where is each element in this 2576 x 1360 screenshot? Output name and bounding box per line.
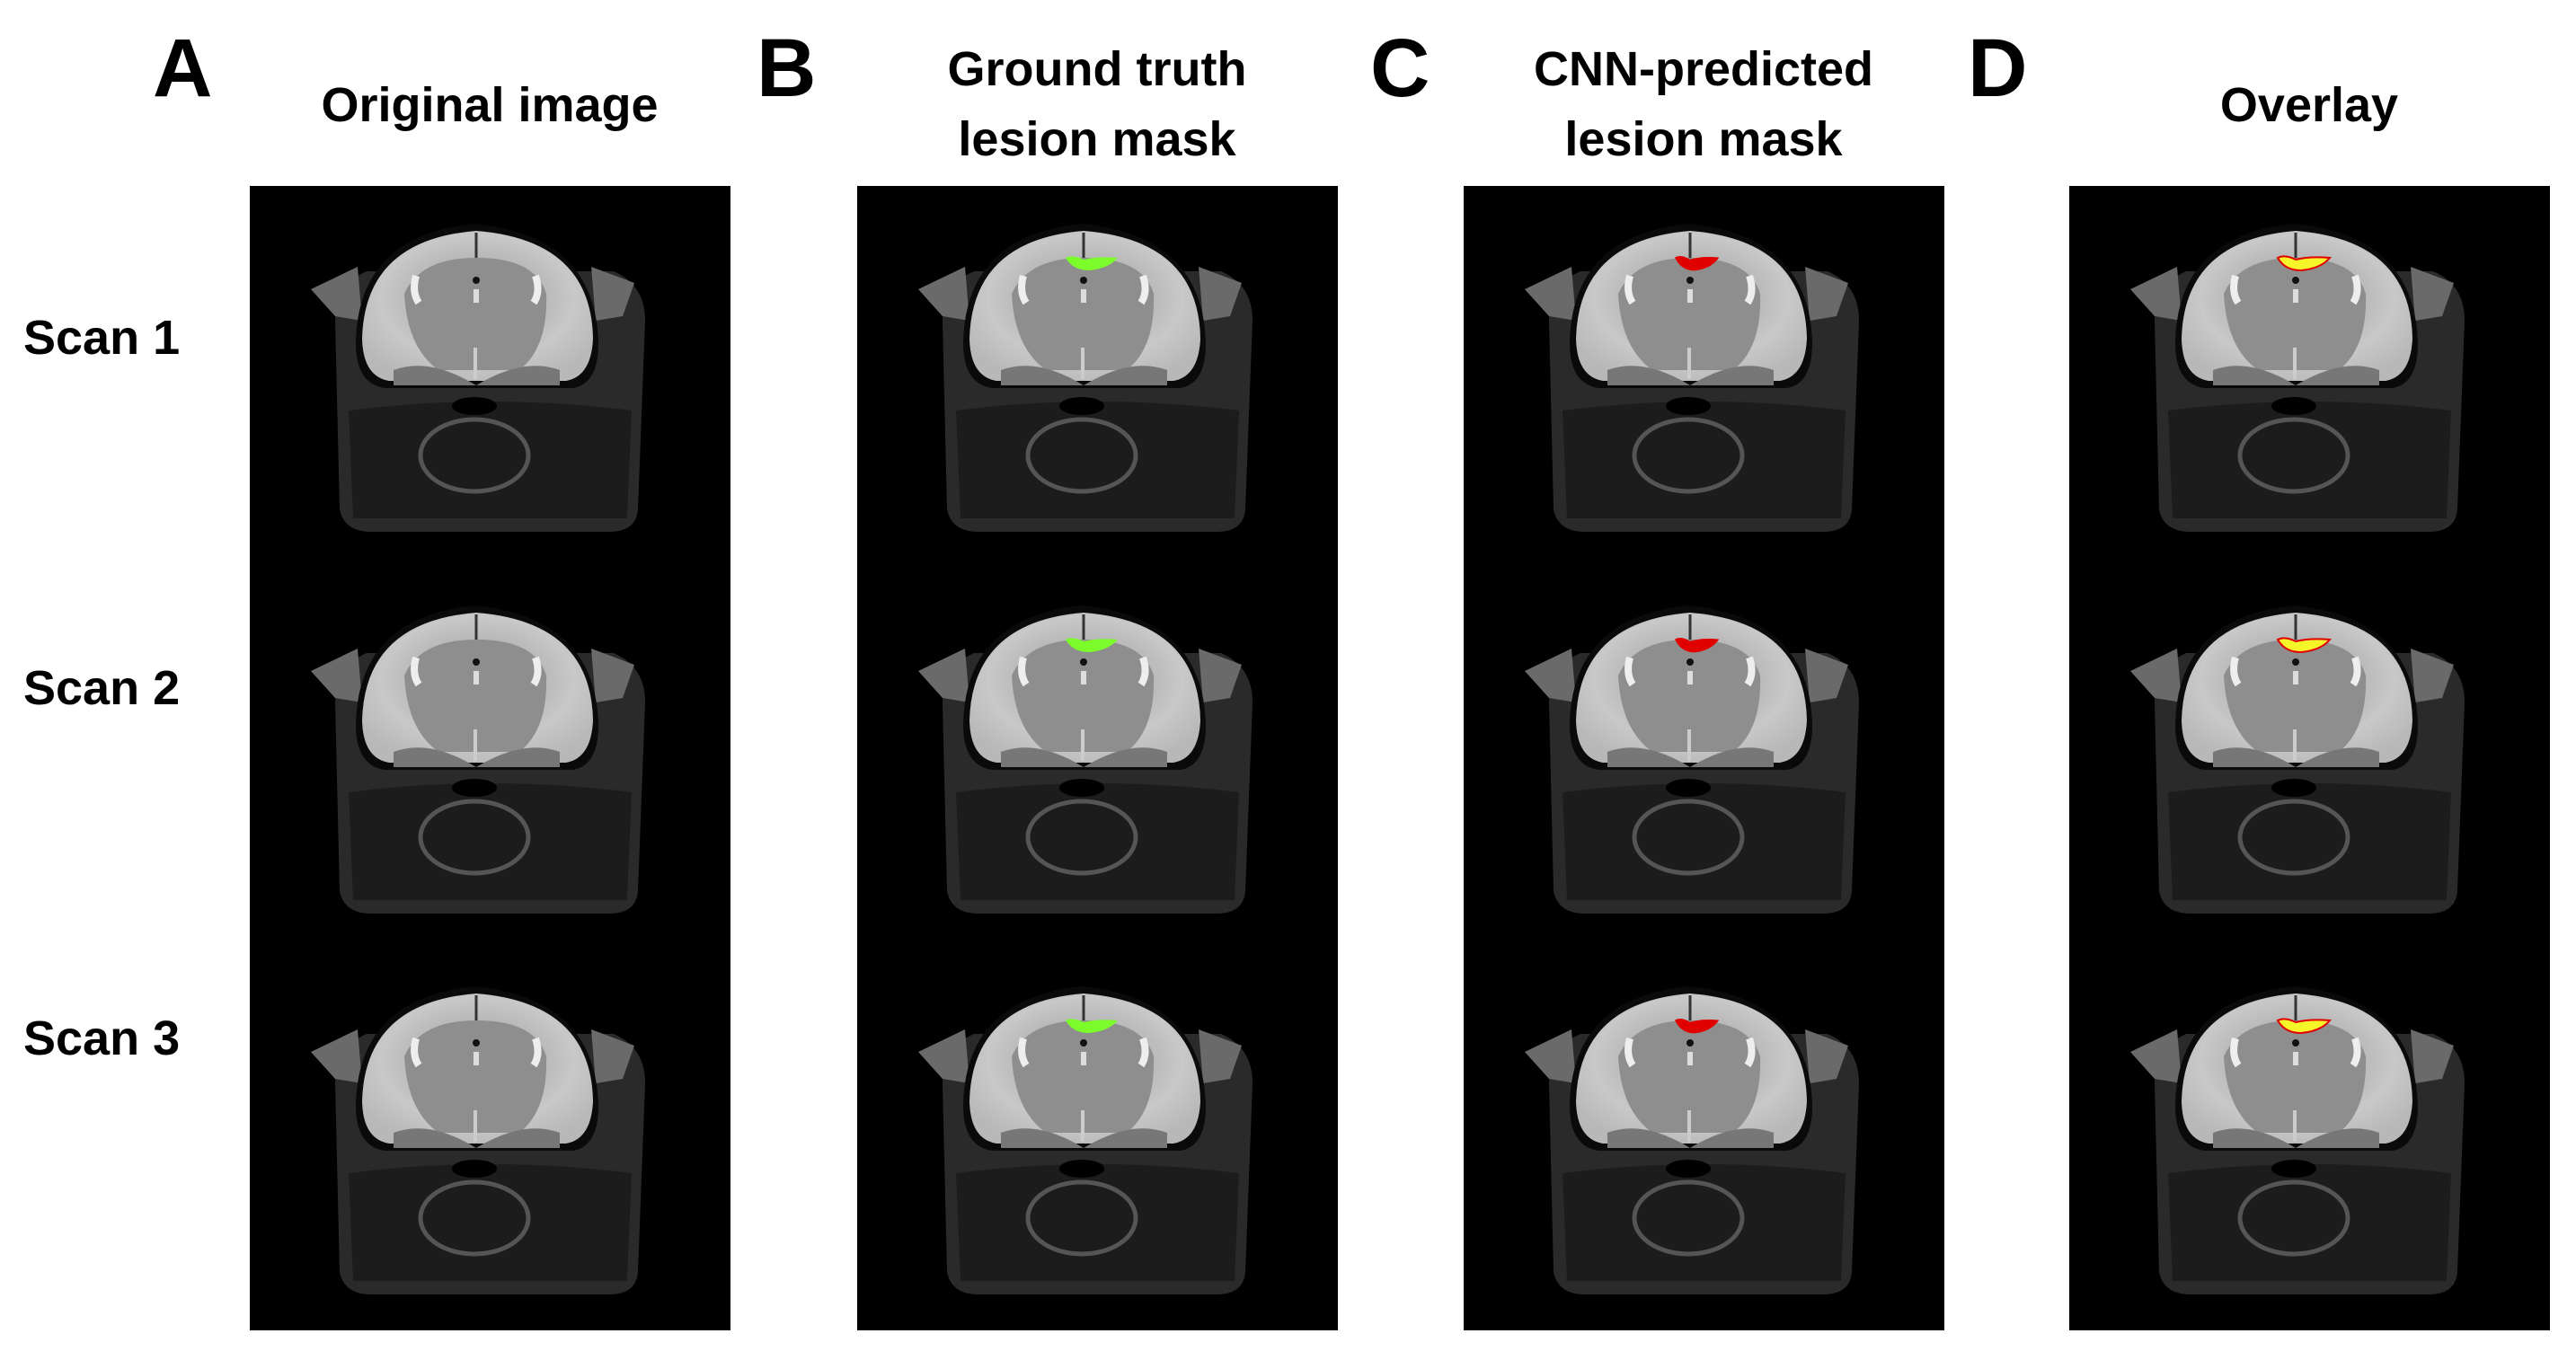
panel-letter: B [757, 22, 817, 114]
mri-scan-image [2069, 186, 2550, 568]
lesion-mask [1066, 256, 1118, 270]
lesion-mask [1675, 1018, 1720, 1034]
image-panel-d [2069, 186, 2550, 1330]
mri-scan-image [250, 568, 730, 949]
lesion-mask [2276, 637, 2332, 654]
panel-title-line: lesion mask [958, 112, 1236, 167]
image-panel-a [250, 186, 730, 1330]
mri-scan-image [857, 186, 1338, 568]
panel-title-line: lesion mask [1564, 112, 1843, 167]
mri-scan-image [250, 186, 730, 568]
panel-letter: D [1968, 22, 2028, 114]
lesion-mask [1066, 1019, 1118, 1033]
panel-title: Overlay [2058, 70, 2561, 140]
lesion-mask [1675, 255, 1720, 271]
lesion-mask [2276, 255, 2332, 272]
panel-title-line: CNN-predicted [1533, 42, 1874, 96]
panel-title-line: Overlay [2219, 78, 2399, 132]
lesion-mask [1675, 637, 1720, 653]
panel-title: Original image [238, 70, 741, 140]
image-panel-c [1464, 186, 1944, 1330]
row-label: Scan 2 [23, 661, 181, 715]
panel-letter: C [1370, 22, 1430, 114]
image-panel-b [857, 186, 1338, 1330]
mri-scan-image [857, 949, 1338, 1330]
mri-scan-image [2069, 568, 2550, 949]
panel-title-line: Original image [321, 78, 659, 132]
panel-title: Ground truth lesion mask [845, 34, 1349, 175]
lesion-mask [2276, 1018, 2332, 1035]
mri-scan-image [1464, 949, 1944, 1330]
mri-scan-image [1464, 186, 1944, 568]
mri-scan-image [857, 568, 1338, 949]
lesion-mask [1066, 638, 1118, 652]
mri-scan-image [250, 949, 730, 1330]
panel-title-line: Ground truth [947, 42, 1247, 96]
mri-scan-image [2069, 949, 2550, 1330]
row-label: Scan 3 [23, 1011, 181, 1065]
panel-title: CNN-predicted lesion mask [1452, 34, 1955, 175]
mri-scan-image [1464, 568, 1944, 949]
row-label: Scan 1 [23, 311, 181, 365]
panel-letter: A [153, 22, 213, 114]
